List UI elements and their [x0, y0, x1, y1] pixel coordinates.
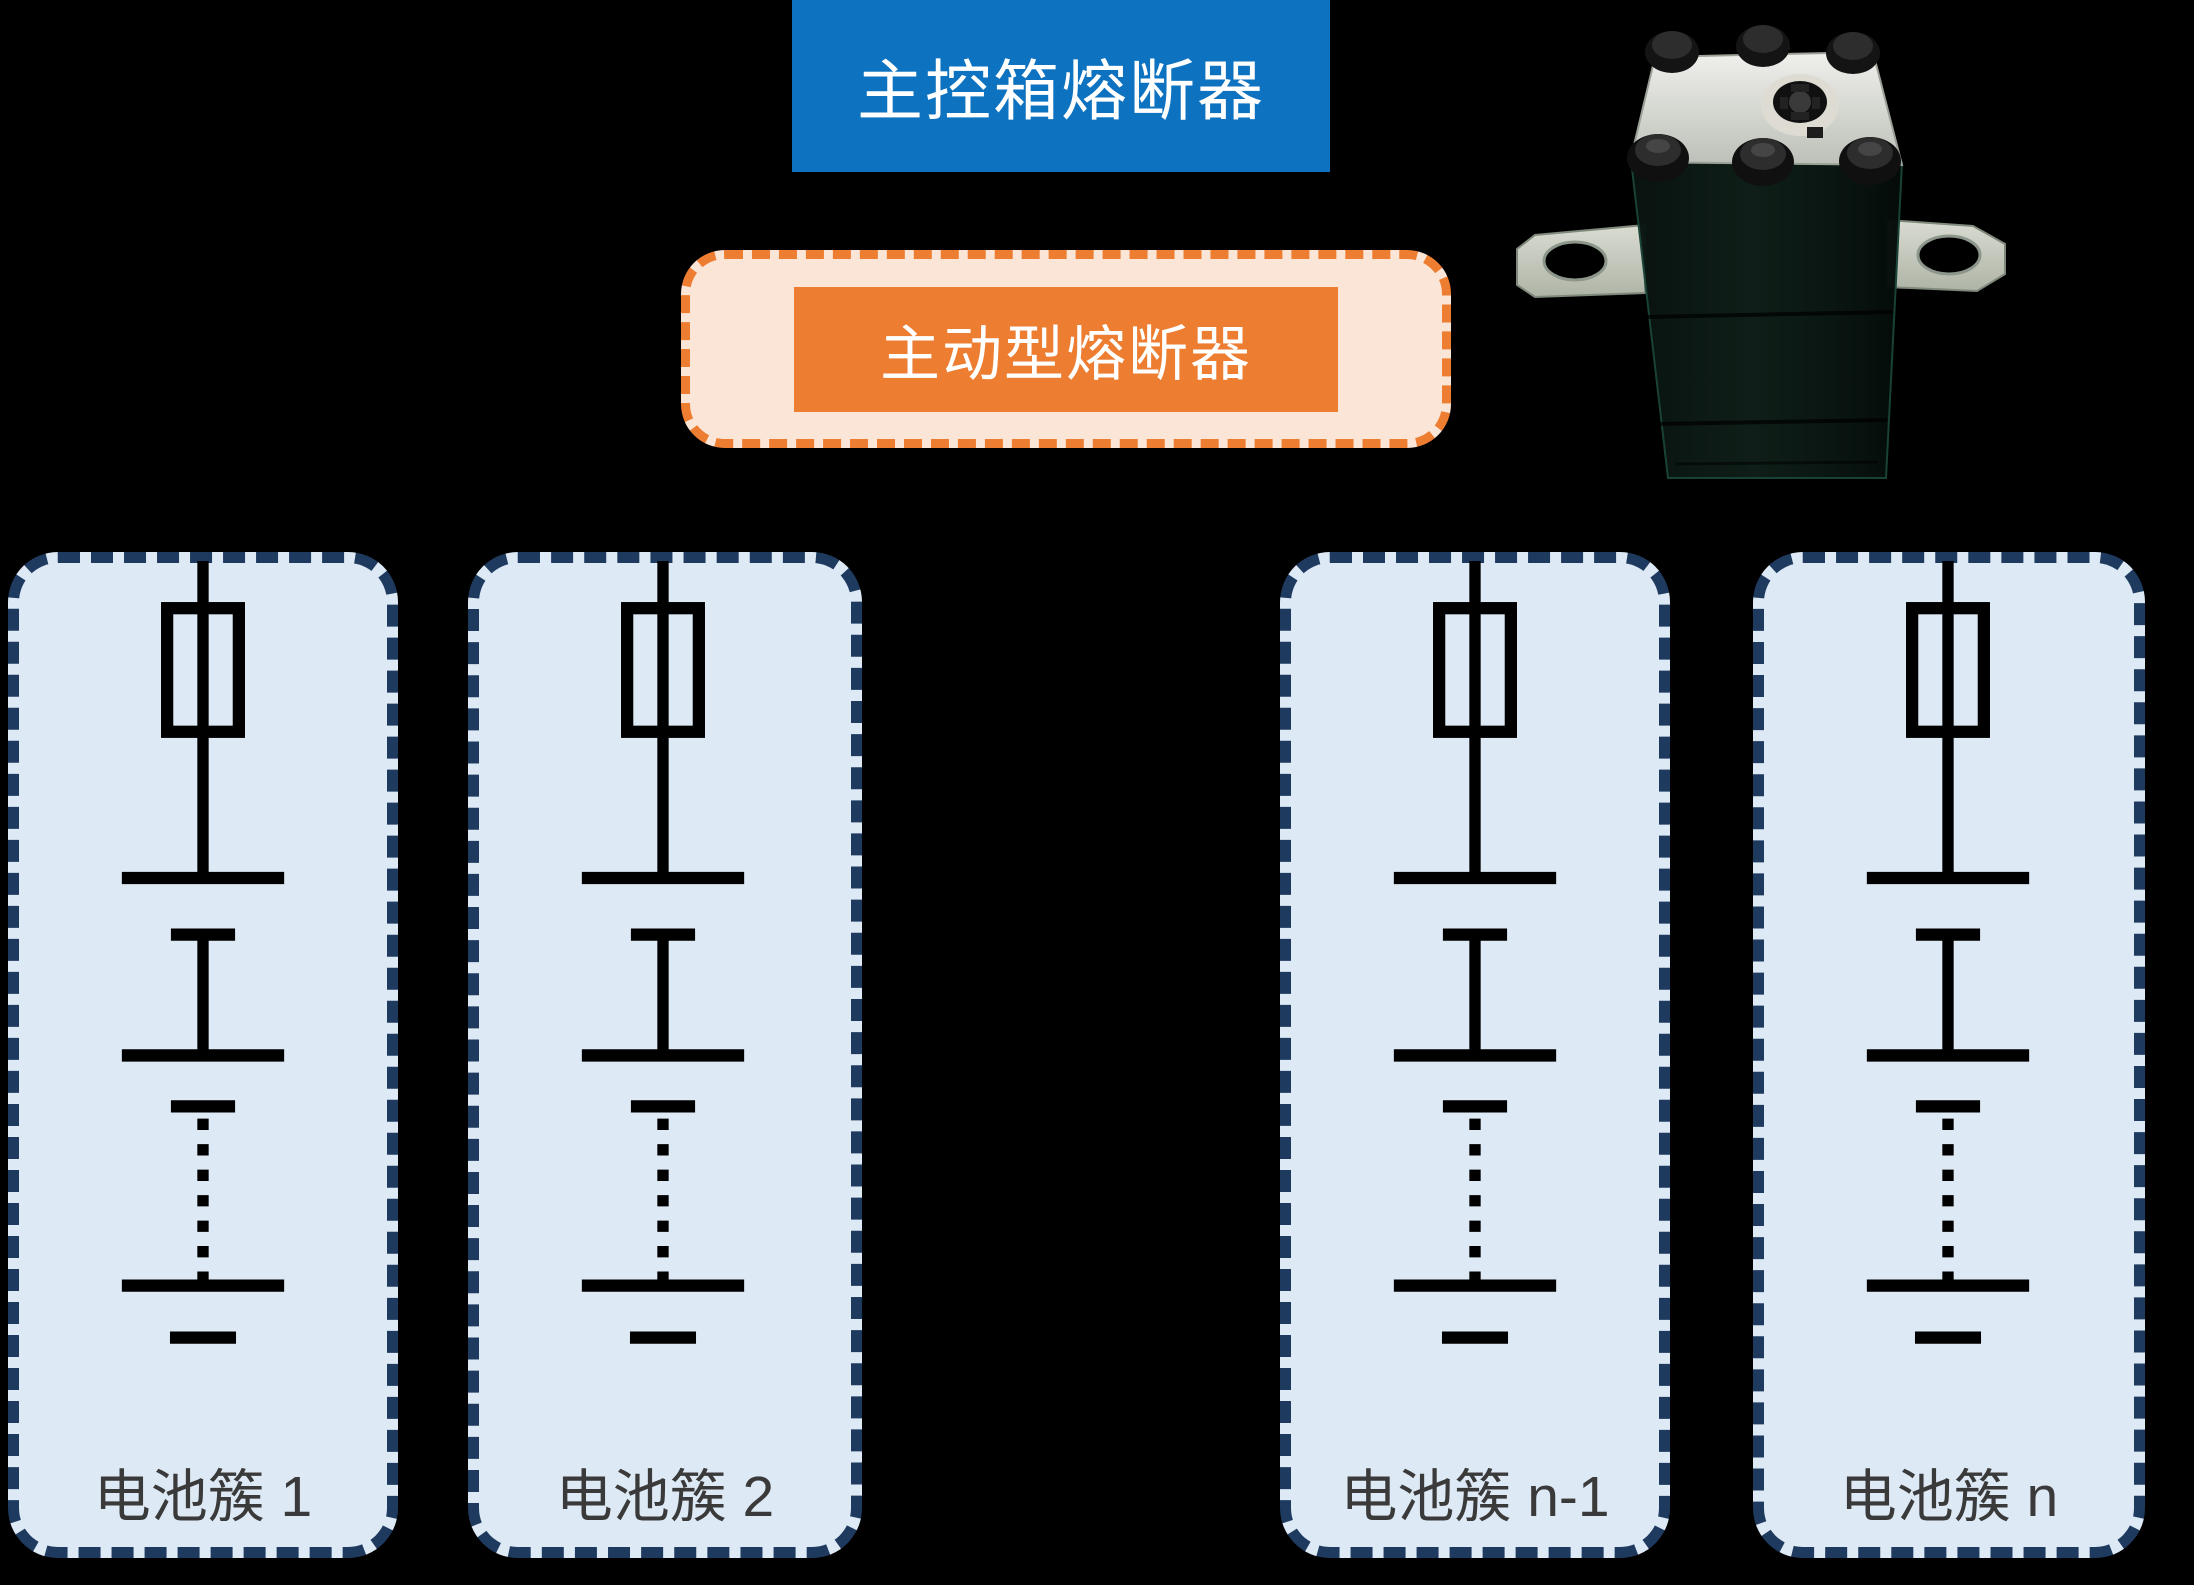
cluster-label-n-1: 电池簇 n-1 — [1340, 1465, 1610, 1529]
active-fuse-label: 主动型熔断器 — [880, 320, 1252, 388]
center-terminal — [1761, 74, 1839, 138]
cluster-label-2: 电池簇 2 — [555, 1465, 775, 1529]
left-terminal-tab — [1516, 223, 1646, 299]
cluster-label-1: 电池簇 1 — [93, 1465, 313, 1529]
battery-cluster-box-2: 电池簇 2 — [468, 552, 862, 1558]
fuse-body — [1629, 158, 1904, 479]
battery-string-circuit — [479, 561, 847, 1401]
top-plate-bolts-back — [1645, 25, 1880, 74]
cluster-label-n: 电池簇 n — [1839, 1465, 2059, 1529]
main-control-box-fuse-banner: 主控箱熔断器 — [792, 0, 1330, 172]
main-control-box-fuse-label: 主控箱熔断器 — [857, 54, 1265, 128]
right-terminal-tab — [1886, 218, 2006, 293]
battery-string-circuit — [1764, 561, 2132, 1401]
active-fuse-label-box: 主动型熔断器 — [794, 286, 1338, 412]
fuse-product-photo — [1516, 25, 2006, 479]
battery-cluster-box-n: 电池簇 n — [1753, 552, 2145, 1558]
active-fuse-dashed-box: 主动型熔断器 — [681, 250, 1451, 448]
top-plate-bolts-front — [1627, 134, 1901, 186]
battery-cluster-box-n-1: 电池簇 n-1 — [1280, 552, 1670, 1558]
battery-cluster-box-1: 电池簇 1 — [8, 552, 398, 1558]
battery-string-circuit — [19, 561, 387, 1401]
battery-string-circuit — [1291, 561, 1659, 1401]
